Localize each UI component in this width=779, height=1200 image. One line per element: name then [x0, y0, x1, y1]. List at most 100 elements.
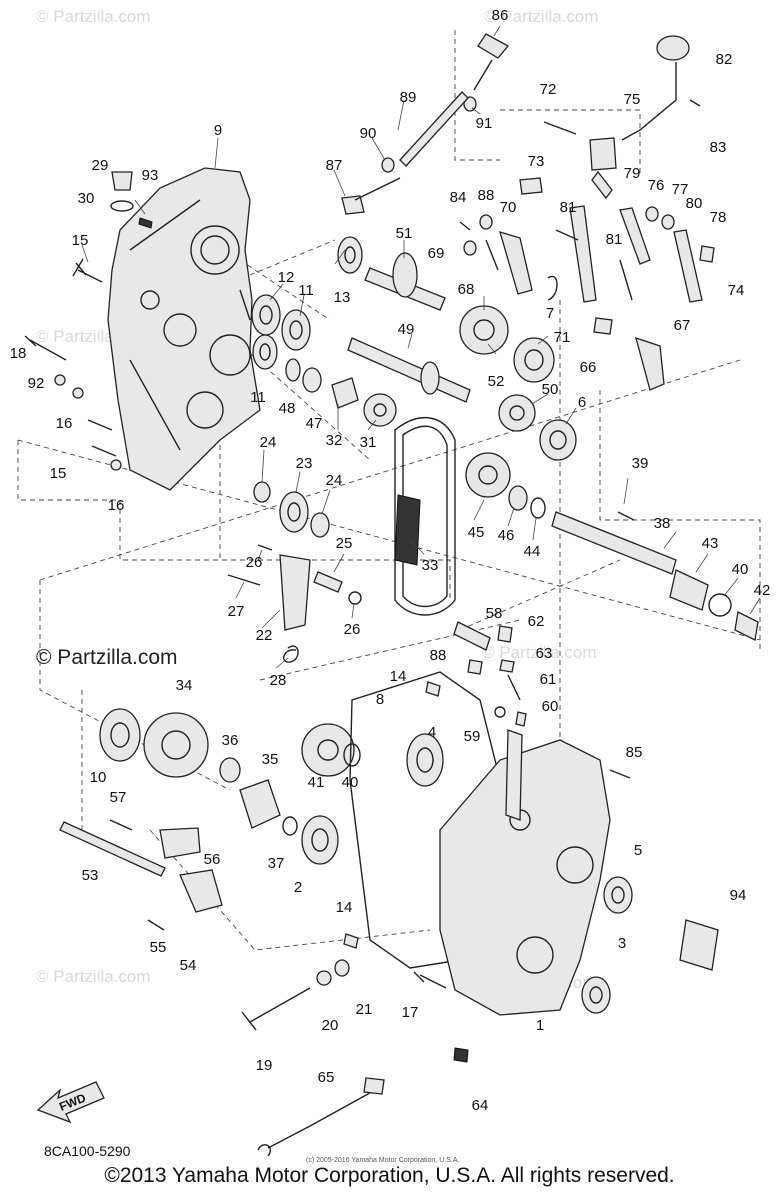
callout-12: 12 — [278, 269, 295, 286]
callout-53: 53 — [82, 867, 99, 884]
shift-linkage — [341, 33, 701, 215]
callout-27: 27 — [228, 603, 245, 620]
callout-79: 79 — [624, 165, 641, 182]
gears-upper — [363, 305, 536, 498]
detent-group — [453, 621, 527, 727]
callout-25: 25 — [336, 535, 353, 552]
watermark: © Partzilla.com — [36, 967, 151, 986]
callout-9: 9 — [214, 122, 222, 139]
callout-38: 38 — [654, 515, 671, 532]
callout-14: 14 — [390, 668, 407, 685]
lower-gear-group — [99, 708, 361, 865]
callout-66: 66 — [580, 359, 597, 376]
callout-73: 73 — [528, 153, 545, 170]
case-bolts — [24, 258, 122, 471]
partzilla-watermark: © Partzilla.com — [36, 646, 178, 669]
callout-57: 57 — [110, 789, 127, 806]
callout-10: 10 — [90, 769, 107, 786]
neutral-switch-lead — [257, 1077, 385, 1157]
callout-8: 8 — [376, 691, 384, 708]
callout-26: 26 — [246, 554, 263, 571]
left-case-cover — [107, 167, 261, 491]
callout-21: 21 — [356, 1001, 373, 1018]
callout-31: 31 — [360, 434, 377, 451]
callout-58: 58 — [486, 605, 503, 622]
callout-75: 75 — [624, 91, 641, 108]
callout-11: 11 — [250, 389, 266, 406]
callout-55: 55 — [150, 939, 167, 956]
diagram-code: 8CA100-5290 — [44, 1143, 131, 1159]
callout-49: 49 — [398, 321, 415, 338]
callout-68: 68 — [458, 281, 475, 298]
callout-80: 80 — [686, 195, 703, 212]
callout-52: 52 — [488, 373, 505, 390]
callout-50: 50 — [542, 381, 559, 398]
callout-86: 86 — [492, 7, 509, 24]
callout-32: 32 — [326, 432, 343, 449]
drive-chain — [394, 416, 456, 616]
callout-88: 88 — [478, 187, 495, 204]
callout-18: 18 — [10, 345, 27, 362]
shafts-upper — [347, 252, 471, 403]
callout-15: 15 — [50, 465, 67, 482]
callout-51: 51 — [396, 225, 413, 242]
callout-47: 47 — [306, 415, 323, 432]
watermark: © Partzilla.com — [484, 7, 599, 26]
callout-70: 70 — [500, 199, 517, 216]
callout-65: 65 — [318, 1069, 335, 1086]
callout-28: 28 — [270, 672, 287, 689]
callout-76: 76 — [648, 177, 665, 194]
callout-61: 61 — [540, 671, 557, 688]
callout-14: 14 — [336, 899, 353, 916]
callout-23: 23 — [296, 455, 313, 472]
callout-60: 60 — [542, 698, 559, 715]
callout-leaders — [81, 25, 761, 669]
callout-82: 82 — [716, 51, 733, 68]
callout-41: 41 — [308, 774, 325, 791]
callout-78: 78 — [710, 209, 727, 226]
copyright-notice: ©2013 Yamaha Motor Corporation, U.S.A. A… — [104, 1164, 675, 1187]
callout-30: 30 — [78, 190, 95, 207]
callout-36: 36 — [222, 732, 239, 749]
callout-42: 42 — [754, 582, 771, 599]
output-shaft-group — [508, 485, 759, 641]
callout-37: 37 — [268, 855, 285, 872]
callout-16: 16 — [56, 415, 73, 432]
callout-20: 20 — [322, 1017, 339, 1034]
callout-90: 90 — [360, 125, 377, 142]
watermark: © Partzilla.com — [36, 7, 151, 26]
callout-5: 5 — [634, 842, 642, 859]
callout-83: 83 — [710, 139, 727, 156]
watermark: © Partzilla.com — [482, 643, 597, 662]
callout-72: 72 — [540, 81, 557, 98]
bearings-right — [513, 337, 577, 461]
callout-13: 13 — [334, 289, 351, 306]
callout-94: 94 — [730, 887, 747, 904]
callout-19: 19 — [256, 1057, 273, 1074]
callout-24: 24 — [326, 472, 343, 489]
callout-93: 93 — [142, 167, 159, 184]
callout-44: 44 — [524, 543, 541, 560]
callout-24: 24 — [260, 434, 277, 451]
callout-17: 17 — [402, 1004, 419, 1021]
callout-2: 2 — [294, 879, 302, 896]
callout-22: 22 — [256, 627, 273, 644]
callout-92: 92 — [28, 375, 45, 392]
shift-lever-group — [459, 137, 715, 391]
callout-33: 33 — [422, 557, 439, 574]
callout-56: 56 — [204, 851, 221, 868]
callout-74: 74 — [728, 282, 745, 299]
callout-54: 54 — [180, 957, 197, 974]
callout-81: 81 — [560, 199, 577, 216]
bearings-upper — [251, 236, 363, 409]
shift-assembly-left — [227, 481, 362, 663]
callout-91: 91 — [476, 115, 493, 132]
lower-hardware — [241, 681, 631, 1063]
callout-29: 29 — [92, 157, 109, 174]
callout-88: 88 — [430, 647, 447, 664]
callout-64: 64 — [472, 1097, 489, 1114]
callout-1: 1 — [536, 1017, 544, 1034]
callout-67: 67 — [674, 317, 691, 334]
callout-labels: 1 2 3 4 5 6 7 8 9 10 11 11 12 13 14 14 1… — [10, 7, 771, 1114]
